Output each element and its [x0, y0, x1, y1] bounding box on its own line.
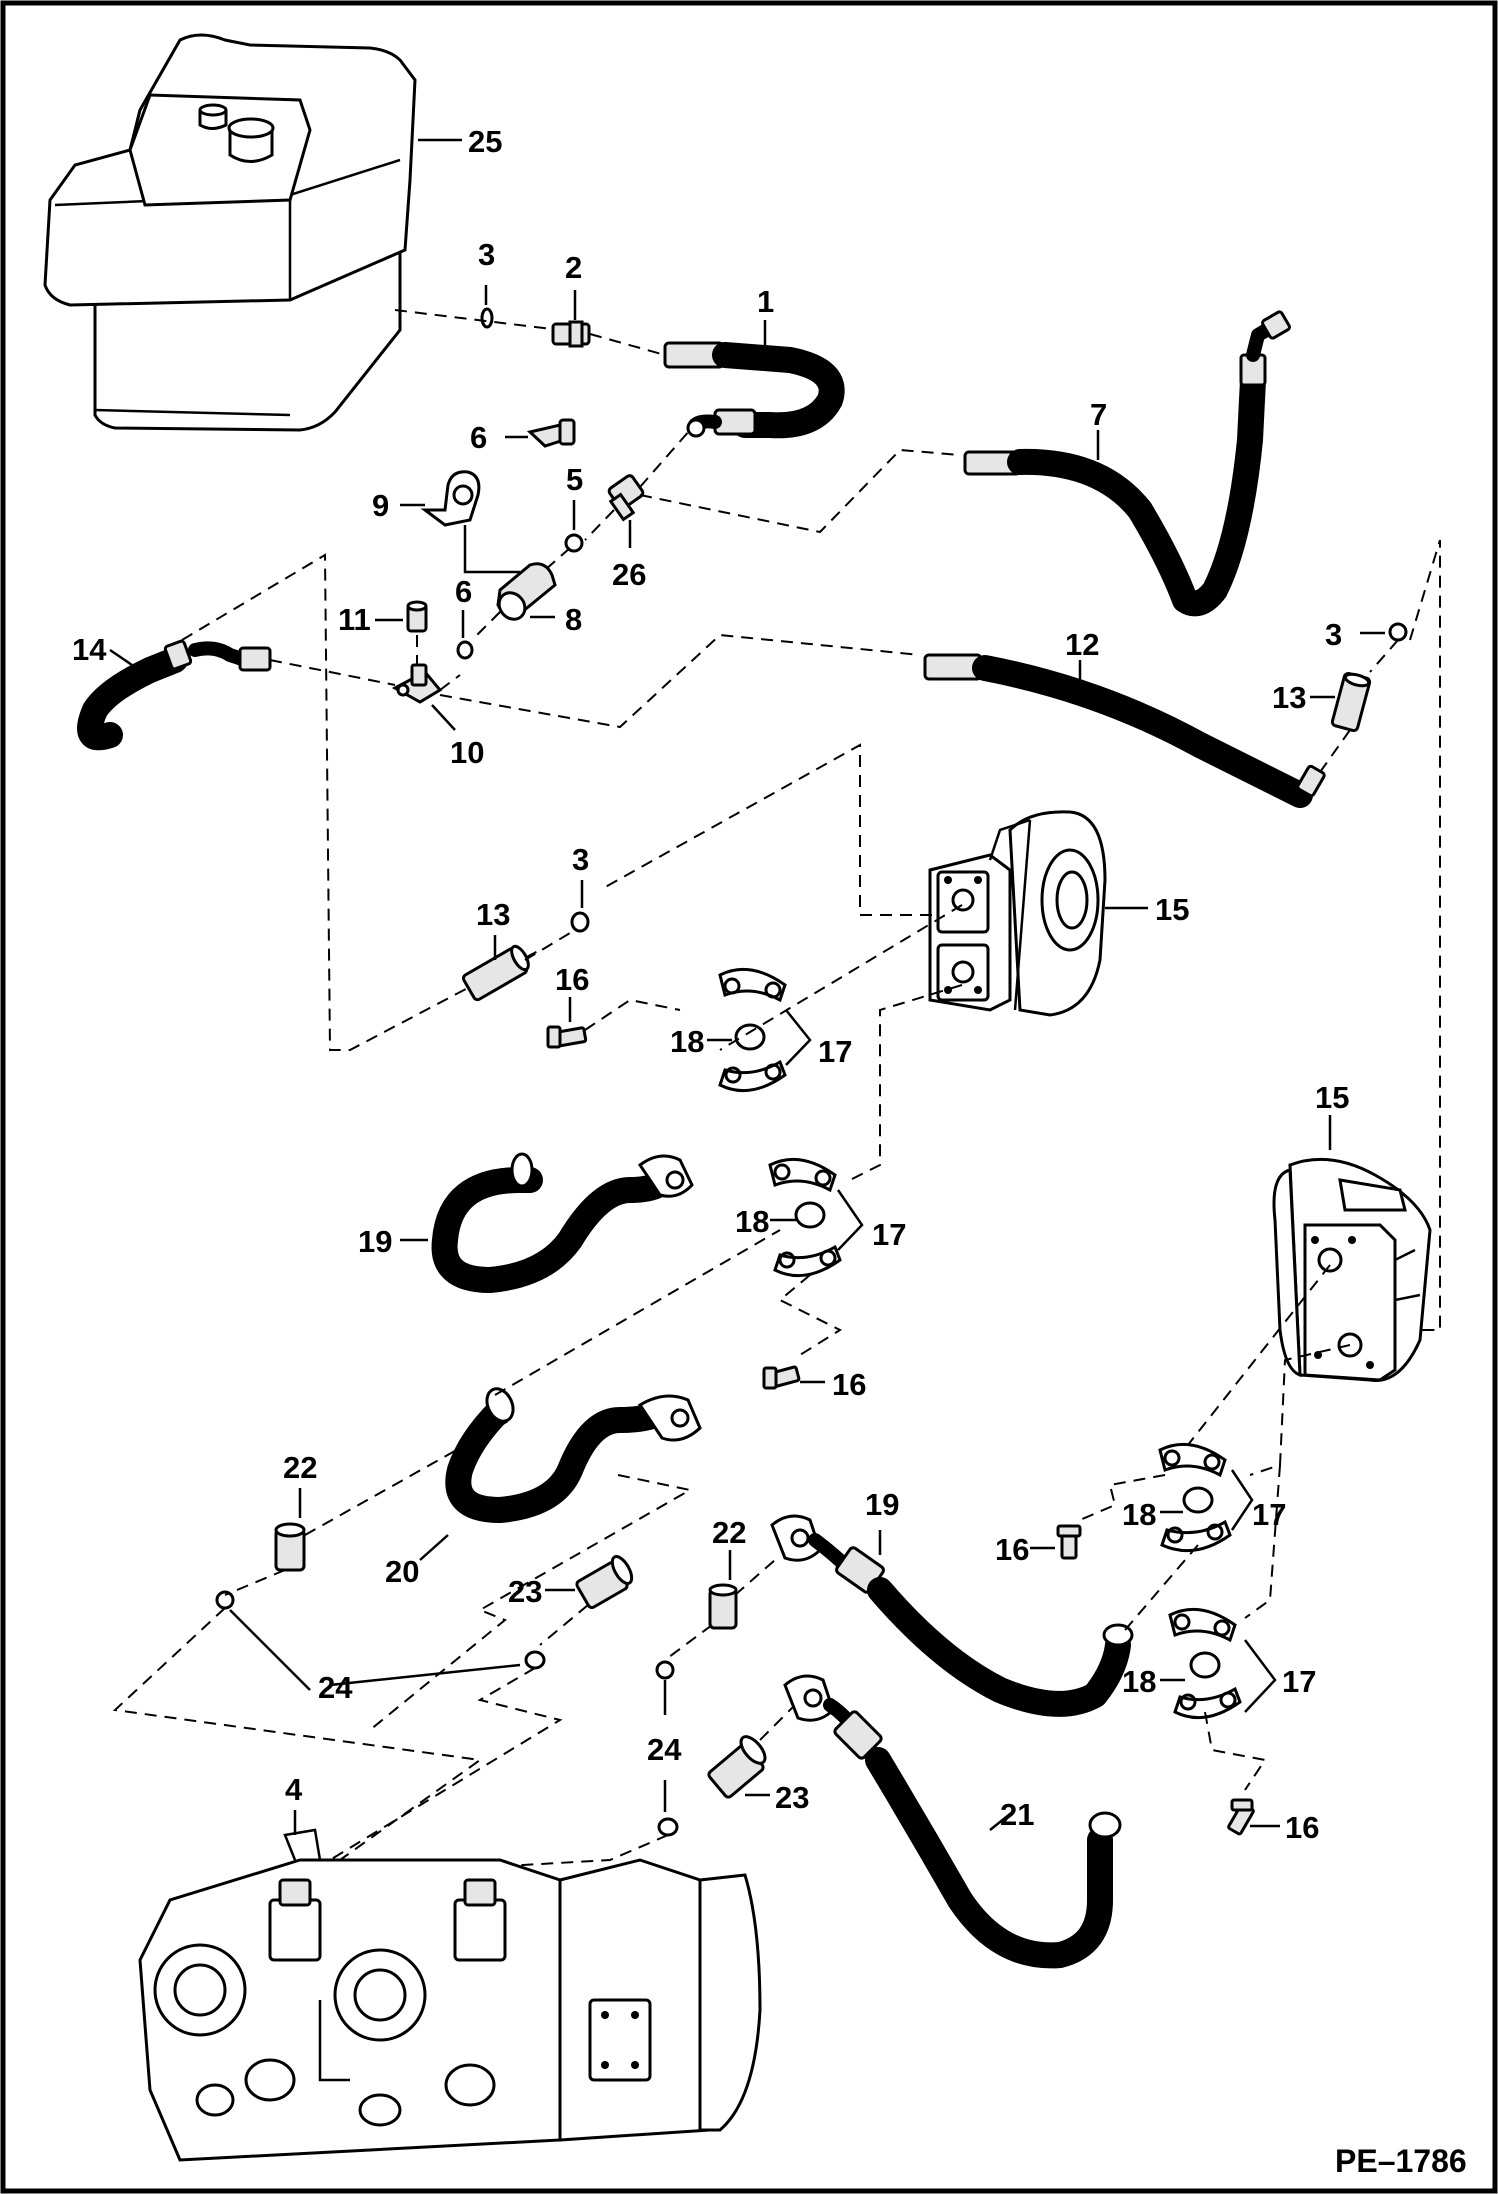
adapter-23-lower	[707, 1735, 767, 1799]
hose-assembly-19-upper	[431, 1152, 694, 1293]
adapter-13-right	[1330, 671, 1372, 733]
callout-8: 8	[565, 602, 582, 637]
fitting-22-left	[274, 1522, 306, 1572]
callout-4: 4	[285, 1772, 303, 1807]
hose-assembly-1	[663, 341, 845, 439]
callout-17: 17	[818, 1034, 852, 1069]
callout-17: 17	[1282, 1664, 1316, 1699]
leader-10	[431, 704, 456, 731]
o-ring-3-mid	[570, 911, 590, 933]
callout-18: 18	[735, 1204, 769, 1239]
reservoir-tank-part-25	[43, 33, 417, 432]
callout-22: 22	[712, 1515, 746, 1550]
o-ring-6-upper	[564, 533, 584, 553]
flange-clamp-17-b	[768, 1157, 842, 1278]
callout-23: 23	[508, 1574, 542, 1609]
callout-1: 1	[757, 284, 774, 319]
check-valve-8	[496, 562, 557, 621]
callout-2: 2	[565, 250, 582, 285]
leader-17-b	[836, 1189, 864, 1251]
callout-13: 13	[476, 897, 510, 932]
callout-18: 18	[1122, 1497, 1156, 1532]
callout-5: 6	[470, 420, 487, 455]
callout-9: 9	[372, 488, 389, 523]
flange-clamp-17-c	[1158, 1442, 1232, 1553]
callout-14: 14	[72, 632, 107, 667]
leader-21	[989, 1809, 1016, 1831]
adapter-13-mid	[461, 944, 530, 1002]
callout-26: 26	[612, 557, 646, 592]
leader-17-a	[785, 1009, 812, 1066]
callout-3: 3	[1325, 617, 1342, 652]
callout-24: 24	[318, 1670, 353, 1705]
callout-25: 25	[468, 124, 502, 159]
callout-15: 15	[1315, 1080, 1349, 1115]
callout-3: 3	[572, 842, 589, 877]
callout-16: 16	[1285, 1810, 1319, 1845]
adapter-fitting-2	[551, 320, 591, 348]
callout-16: 16	[995, 1532, 1029, 1567]
callout-labels: 25 3 2 1 7 6 9 5 26 6 8 11 14 10 12 3 13…	[72, 124, 1349, 1845]
callout-16: 16	[832, 1367, 866, 1402]
callout-17: 17	[872, 1217, 906, 1252]
hose-assembly-19-lower	[770, 1514, 1134, 1717]
hose-assembly-7	[963, 310, 1291, 617]
cap-11	[406, 600, 428, 633]
callout-17: 17	[1252, 1497, 1286, 1532]
bolt-16-d	[1227, 1798, 1255, 1836]
callout-18: 18	[1122, 1664, 1156, 1699]
callout-21: 21	[1000, 1797, 1034, 1832]
callout-16: 16	[555, 962, 589, 997]
o-ring-24-right-upper	[655, 1660, 675, 1680]
callout-19: 19	[865, 1487, 899, 1522]
hose-assembly-21	[783, 1674, 1122, 1969]
callout-20: 20	[385, 1554, 419, 1589]
flange-clamp-17-a	[718, 967, 787, 1093]
callout-10: 10	[450, 735, 484, 770]
o-ring-3-top	[480, 307, 494, 329]
hose-assembly-12	[923, 653, 1326, 808]
clamp-9	[420, 470, 481, 527]
leader-17-d	[1244, 1639, 1277, 1713]
hose-assembly-20	[445, 1387, 702, 1523]
hose-assembly-14	[77, 639, 272, 751]
callout-11: 11	[338, 602, 371, 637]
callout-24: 24	[647, 1732, 682, 1767]
o-ring-24-right-lower	[657, 1817, 679, 1837]
leader-17-c	[1230, 1469, 1254, 1531]
leader-20	[419, 1534, 449, 1561]
bolt-16-b	[762, 1365, 801, 1390]
elbow-fitting-5	[526, 418, 576, 448]
line-tank-to-2	[394, 309, 561, 331]
callout-22: 22	[283, 1450, 317, 1485]
bolt-16-a	[546, 1025, 588, 1049]
o-ring-6-lower	[456, 640, 474, 660]
adapter-23-upper	[575, 1555, 634, 1610]
tee-fitting-26	[607, 474, 645, 522]
callout-3: 3	[478, 237, 495, 272]
hydrostatic-pump-4	[138, 1828, 762, 2162]
bolt-16-c	[1056, 1524, 1082, 1560]
o-ring-3-right	[1388, 622, 1408, 642]
callout-12: 12	[1065, 627, 1099, 662]
callout-13: 13	[1272, 680, 1306, 715]
drive-motor-15-upper	[928, 810, 1107, 1017]
callout-19: 19	[358, 1224, 392, 1259]
callout-6: 6	[455, 574, 472, 609]
callout-15: 15	[1155, 892, 1189, 927]
drawing-code: PE–1786	[1335, 2143, 1467, 2179]
flange-clamp-17-d	[1168, 1607, 1242, 1720]
callout-18: 18	[670, 1024, 704, 1059]
tee-fitting-10	[391, 663, 443, 704]
leader-14	[109, 648, 133, 667]
fitting-22-right	[708, 1583, 738, 1630]
callout-23: 23	[775, 1780, 809, 1815]
o-ring-24-mid	[524, 1650, 546, 1670]
callout-7: 7	[1090, 397, 1107, 432]
callout-6: 5	[566, 462, 583, 497]
leader-24-upper	[229, 1609, 521, 1691]
drive-motor-15-lower	[1272, 1157, 1432, 1382]
